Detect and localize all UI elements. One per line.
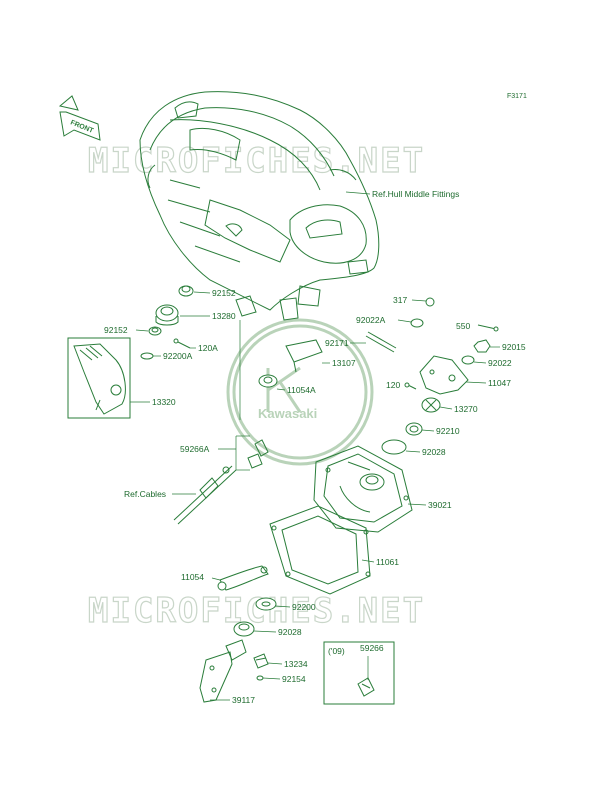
inset-part-number: 59266 [360, 643, 384, 653]
label-ref-cables: Ref.Cables [124, 489, 166, 499]
label-92154: 92154 [282, 674, 306, 684]
label-92022a: 92022A [356, 315, 386, 325]
label-13234: 13234 [284, 659, 308, 669]
part-92171-bolt [365, 331, 397, 353]
inset-year: ('09) [328, 646, 345, 656]
kawasaki-logo-watermark: Kawasaki [226, 318, 374, 466]
label-59266a: 59266A [180, 444, 210, 454]
hull-body [139, 91, 380, 321]
part-11047-bracket [419, 355, 469, 395]
label-120: 120 [386, 380, 400, 390]
label-317: 317 [393, 295, 407, 305]
part-92028-lower [233, 621, 255, 637]
label-92210: 92210 [436, 426, 460, 436]
label-550: 550 [456, 321, 470, 331]
part-92022-washer [461, 355, 475, 365]
label-39021: 39021 [428, 500, 452, 510]
watermark-group: MICROFICHES.NET MICROFICHES.NET Kawasaki [87, 140, 425, 631]
label-92028-upper: 92028 [422, 447, 446, 457]
ref-cables-shape [173, 465, 237, 525]
front-arrow-icon: FRONT [58, 95, 101, 141]
kawasaki-logo-text: Kawasaki [258, 406, 317, 421]
part-550-pin [477, 324, 499, 332]
part-39117-fitting [199, 639, 247, 703]
part-120-screw [404, 382, 417, 390]
label-13280: 13280 [212, 311, 236, 321]
label-13320: 13320 [152, 397, 176, 407]
part-92200-washer [255, 597, 277, 611]
label-92022: 92022 [488, 358, 512, 368]
inset-box: ('09) 59266 [323, 641, 395, 705]
part-11054-bracket [217, 565, 269, 591]
part-92152-left [148, 326, 162, 336]
part-11061-gasket [269, 505, 371, 595]
label-92015: 92015 [502, 342, 526, 352]
part-120a-screw [173, 338, 191, 349]
part-13107-bracket [285, 339, 323, 373]
label-120a: 120A [198, 343, 218, 353]
part-11054a-plate [258, 374, 278, 388]
label-92152-left: 92152 [104, 325, 128, 335]
label-13107: 13107 [332, 358, 356, 368]
label-11054: 11054 [181, 572, 204, 582]
label-11047: 11047 [488, 378, 511, 388]
part-92200a-washer [140, 352, 154, 360]
label-92152-upper: 92152 [212, 288, 236, 298]
part-13234 [253, 653, 269, 669]
label-92171: 92171 [325, 338, 349, 348]
part-92210-oring [405, 422, 423, 436]
part-92028-upper [381, 439, 407, 455]
label-92200: 92200 [292, 602, 316, 612]
label-92028-lower: 92028 [278, 627, 302, 637]
label-11061: 11061 [376, 557, 399, 567]
part-13270 [421, 397, 441, 413]
figure-code: F3171 [507, 93, 527, 100]
watermark-top: MICROFICHES.NET [88, 141, 425, 181]
watermark-bottom: MICROFICHES.NET [88, 591, 425, 631]
part-92154-bolt [256, 675, 264, 681]
label-11054a: 11054A [287, 385, 316, 395]
label-13270: 13270 [454, 404, 478, 414]
label-39117: 39117 [232, 695, 255, 705]
part-59266a-fitting [235, 435, 269, 471]
part-92152-grommet [178, 285, 194, 297]
label-ref-hull: Ref.Hull Middle Fittings [372, 189, 459, 199]
part-317-nut [425, 297, 435, 307]
part-39021-housing [313, 445, 413, 533]
part-92015-nut [473, 339, 491, 353]
label-92200a: 92200A [163, 351, 193, 361]
part-92022a-washer [410, 318, 424, 328]
part-13320-panel [67, 337, 131, 419]
part-13280 [155, 304, 179, 326]
